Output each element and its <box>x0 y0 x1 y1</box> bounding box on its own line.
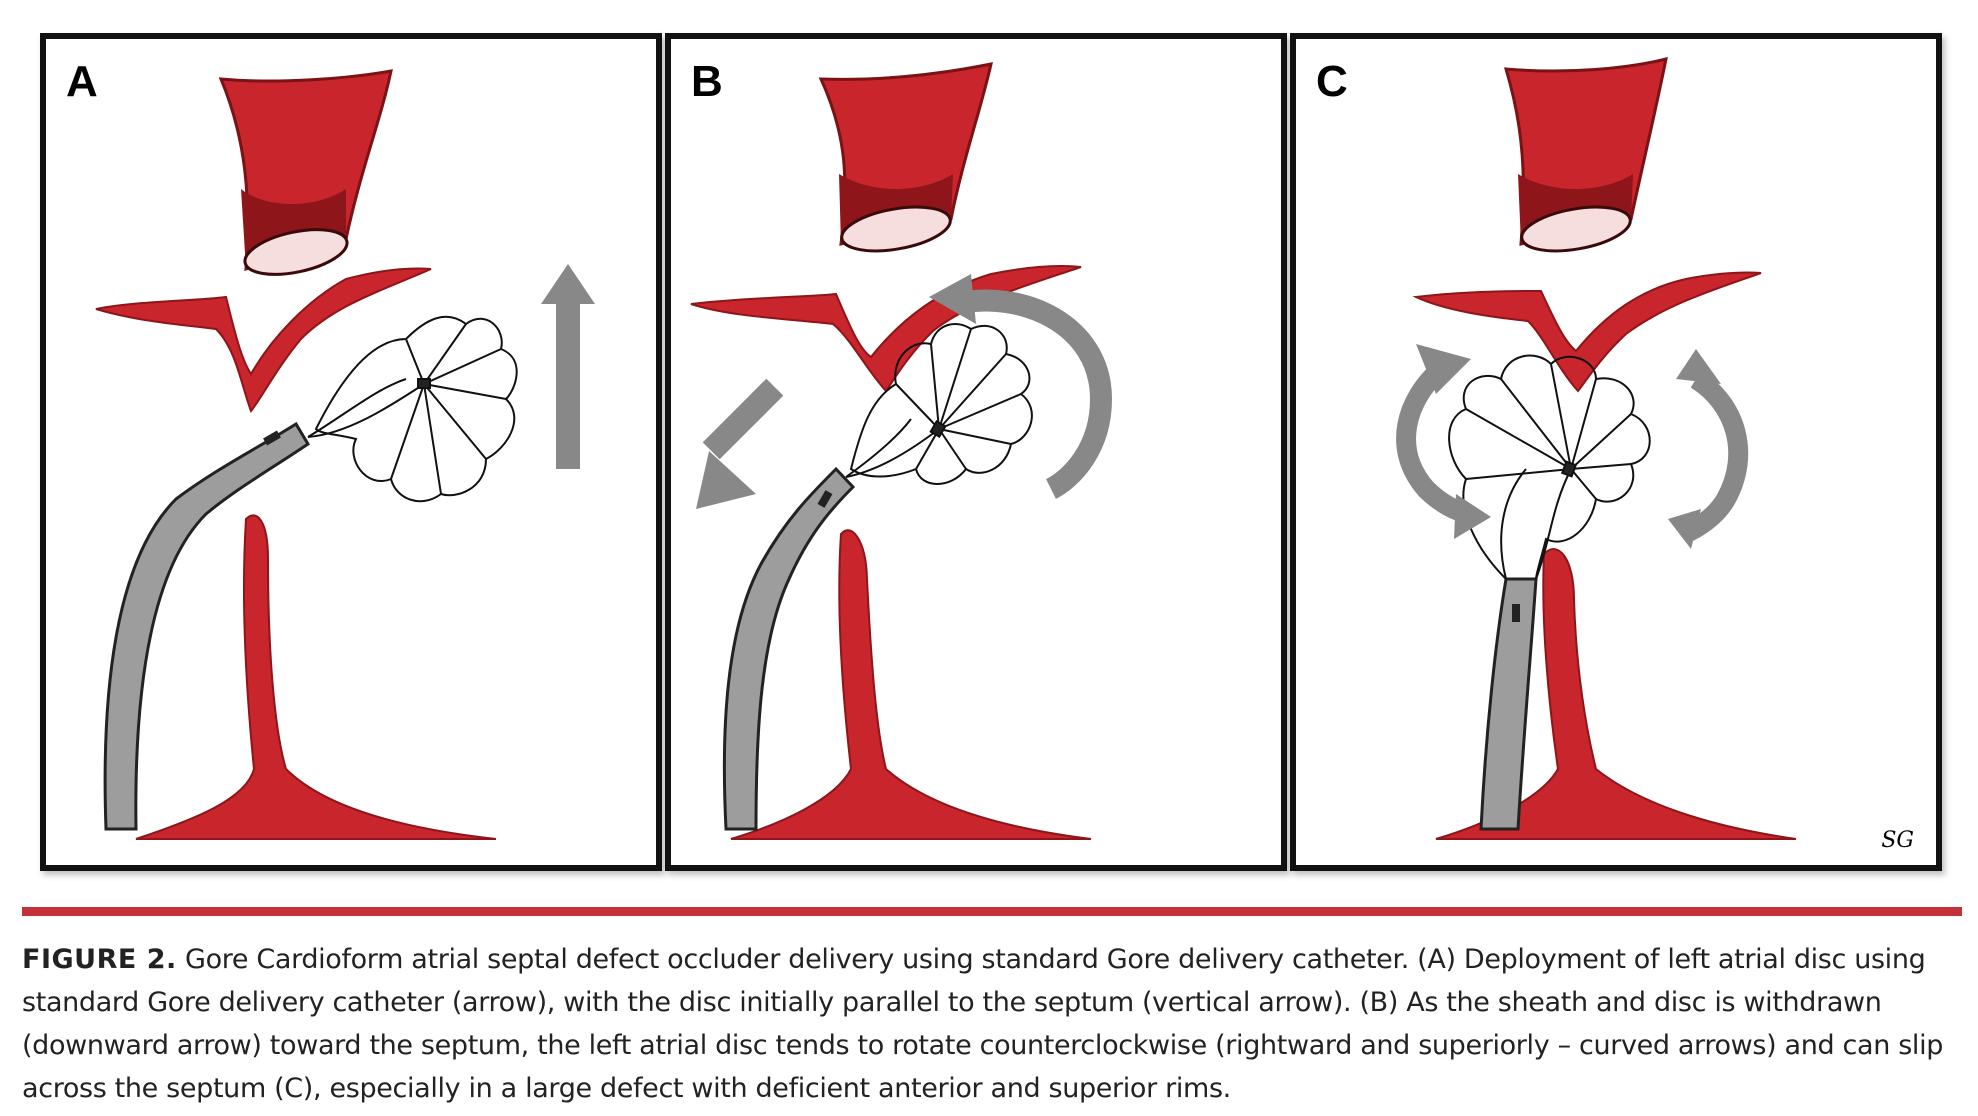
delivery-catheter <box>103 421 311 831</box>
upper-septum <box>690 265 1082 393</box>
occluder-disc <box>845 323 1033 485</box>
occluder-disc <box>307 315 518 503</box>
figure-caption: FIGURE 2. Gore Cardioform atrial septal … <box>22 938 1962 1110</box>
vessel-illustration <box>1503 56 1668 253</box>
delivery-catheter <box>1479 577 1538 831</box>
panel-c: C <box>1290 33 1942 871</box>
caption-text: Gore Cardioform atrial septal defect occ… <box>22 944 1944 1104</box>
panel-a-drawing <box>95 69 595 840</box>
lower-septum <box>1435 548 1797 840</box>
vessel-illustration <box>218 69 393 276</box>
panel-letter: C <box>1316 57 1348 106</box>
curved-arrow-left <box>1396 344 1491 539</box>
occluder-disc <box>1448 354 1651 580</box>
delivery-catheter <box>722 466 856 831</box>
panel-letter: B <box>691 57 723 106</box>
vessel-illustration <box>818 62 993 253</box>
upper-septum <box>1412 271 1762 393</box>
lower-septum <box>135 514 497 840</box>
figure-label: FIGURE 2. <box>22 944 177 975</box>
vertical-arrow <box>541 264 595 469</box>
figure: A <box>40 33 1942 871</box>
panel-b: B <box>665 33 1287 871</box>
artist-signature: SG <box>1881 828 1914 853</box>
caption-divider <box>22 907 1962 916</box>
lower-septum <box>730 529 1092 840</box>
panel-c-drawing <box>1396 56 1797 840</box>
curved-arrow <box>929 274 1113 499</box>
curved-arrow-right <box>1668 349 1749 549</box>
downward-arrow <box>696 378 784 509</box>
panel-letter: A <box>66 57 98 106</box>
upper-septum <box>95 267 432 413</box>
panel-a: A <box>40 33 662 871</box>
panel-b-drawing <box>690 62 1113 840</box>
